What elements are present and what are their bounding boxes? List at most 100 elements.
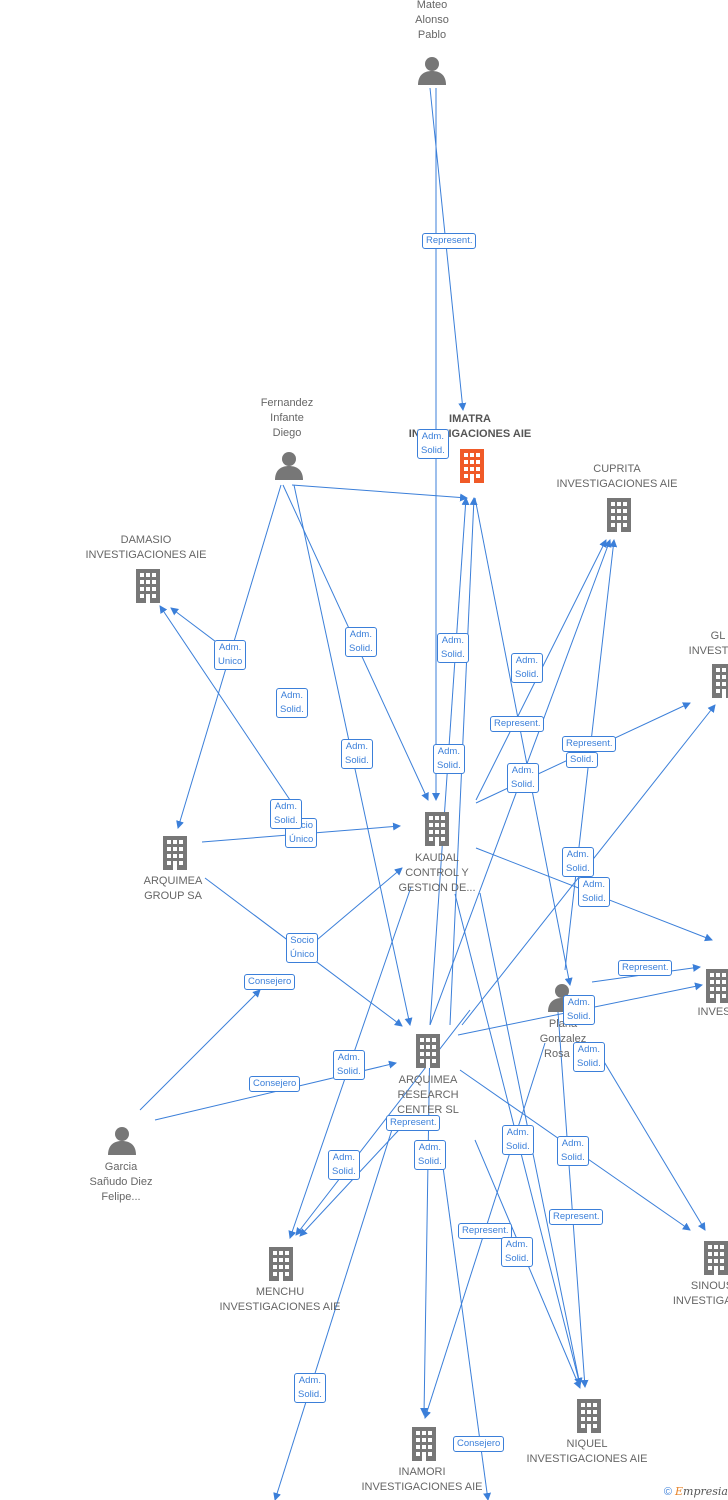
edge-label[interactable]: Adm.Solid. [507,763,539,793]
node-icons [108,57,728,1461]
edge-label[interactable]: Adm.Solid. [414,1140,446,1170]
node-sinous[interactable]: SINOUSINVESTIGACIO [632,1279,728,1309]
node-label-line: INVESTIGACIONES AIE [219,1301,341,1313]
edge-label[interactable]: Adm.Solid. [433,744,465,774]
building-icon-damasio[interactable] [136,569,160,603]
edge-label[interactable]: Consejero [249,1076,301,1092]
edge-label[interactable]: Adm.Solid. [501,1237,533,1267]
edge-label-line: Adm. [506,1127,529,1138]
edge-label-line: Único [290,949,315,960]
node-label-line: Felipe... [101,1191,141,1203]
edge-label[interactable]: Adm.Solid. [557,1136,589,1166]
building-icon-arquimea_group[interactable] [163,836,187,870]
node-label-line: Alonso [415,14,449,26]
edge-label[interactable]: Adm.Solid. [573,1042,605,1072]
edge-label-line: Adm. [511,765,534,776]
edge-label[interactable]: Represent. [490,716,545,732]
building-icon-cuprita[interactable] [607,498,631,532]
edge-label[interactable]: Adm.Solid. [562,847,594,877]
edge-label-line: Solid. [437,760,461,771]
building-icon-arquimea_rc[interactable] [416,1034,440,1068]
node-gl[interactable]: GL INVESTIGA [638,629,728,659]
building-icon-sinous[interactable] [704,1241,728,1275]
edge-label[interactable]: Represent. [422,233,477,249]
edge-label-line: Represent. [553,1211,600,1222]
edge-label-line: Represent. [622,962,669,973]
edge-label-line: Solid. [421,445,445,456]
building-icon-inves[interactable] [706,969,728,1003]
edge-label[interactable]: Represent. [549,1209,604,1225]
node-label-line: INVESTIGACIONES AIE [556,478,678,490]
edge-label[interactable]: Consejero [453,1436,505,1452]
building-icon-niquel[interactable] [577,1399,601,1433]
edge-label[interactable]: Adm.Solid. [417,429,449,459]
node-cuprita[interactable]: CUPRITA INVESTIGACIONES AIE [537,462,697,492]
person-icon-fernandez[interactable] [275,452,303,480]
edge-label[interactable]: Represent. [618,960,673,976]
building-icon-kaudal[interactable] [425,812,449,846]
edge-line [139,989,261,1111]
edge-label-line: Solid. [566,863,590,874]
node-label-line: IMATRA [449,413,491,425]
edge-label[interactable]: Represent. [386,1115,441,1131]
person-icon-mateo[interactable] [418,57,446,85]
brand-logo[interactable]: Empresia [675,1485,728,1498]
edge-label[interactable]: Adm.Solid. [563,995,595,1025]
edge-line [295,1009,471,1236]
edge-label-line: Solid. [418,1156,442,1167]
edge-label[interactable]: Adm.Solid. [276,688,308,718]
edge-label[interactable]: Represent. [458,1223,513,1239]
edge-label[interactable]: Adm.Solid. [333,1050,365,1080]
edge-label-line: Solid. [337,1066,361,1077]
building-icon-imatra[interactable] [460,449,484,483]
node-label-line: CUPRITA [593,463,641,475]
edge-label[interactable]: Adm.Unico [214,640,247,670]
node-label-line: INVESTIGACIONES AIE [408,428,532,440]
building-icon-inamori[interactable] [412,1427,436,1461]
edge-label-line: Adm. [345,741,368,752]
edge-label[interactable]: Adm.Solid. [345,627,377,657]
edge-label[interactable]: Adm.Solid. [294,1373,326,1403]
edge-line [291,484,468,502]
edge-label[interactable]: Adm.Solid. [437,633,469,663]
edge-label-line: Solid. [298,1389,322,1400]
edge-label-line: Consejero [248,976,292,987]
edge-label[interactable]: Adm.Solid. [578,877,610,907]
edge-label[interactable]: Adm.Solid. [511,653,543,683]
edge-label[interactable]: Represent. [562,736,617,752]
edge-label[interactable]: Consejero [244,974,296,990]
edge-label[interactable]: Adm.Solid. [341,739,373,769]
edge-label[interactable]: Adm.Solid. [328,1150,360,1180]
node-label-line: GL [710,630,726,642]
building-icon-gl[interactable] [712,664,728,698]
edge-label-line: Adm. [515,655,538,666]
edge-label[interactable]: Adm.Solid. [270,799,302,829]
node-label-line: DAMASIO [120,534,172,546]
edge-label-line: Adm. [441,635,464,646]
building-icon-menchu[interactable] [269,1247,293,1281]
node-label-line: INVESTIGACIONES AIE [361,1481,483,1493]
brand-first-letter: E [675,1485,684,1498]
edge-label[interactable]: Adm.Solid. [502,1125,534,1155]
edge-label-line: Adm. [561,1138,584,1149]
node-label-line: INVESTIGA [688,645,728,657]
node-label-line: CONTROL Y [405,867,469,879]
node-label-line: Infante [270,412,304,424]
node-imatra[interactable]: IMATRA INVESTIGACIONES AIE [390,412,550,442]
node-inves[interactable]: INVES [634,1005,728,1020]
edge-label[interactable]: Solid. [566,752,598,768]
node-label-line: SINOUS [690,1280,728,1292]
edge-line [599,1054,706,1231]
person-icon-garcia[interactable] [108,1127,136,1155]
